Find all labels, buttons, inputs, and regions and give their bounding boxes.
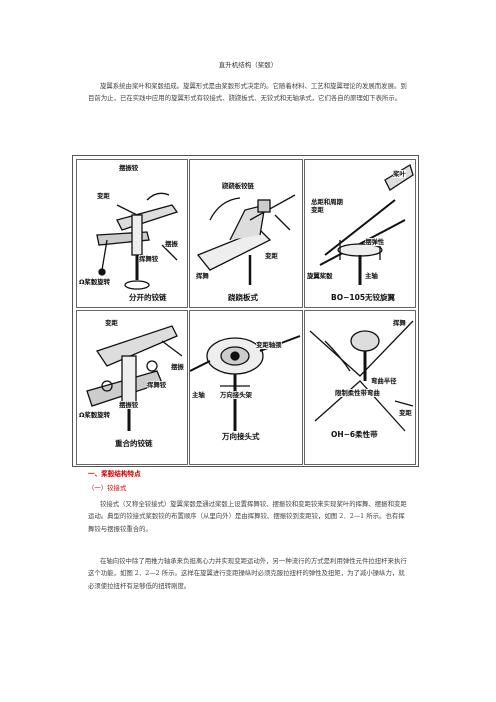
label-flap-hinge: 挥舞铰: [147, 381, 167, 389]
label-pitch: 变距: [105, 319, 118, 327]
hub-drawing-2: [196, 194, 296, 285]
label-lag-hinge: 摆振铰: [119, 401, 139, 409]
section-subheading: （一）铰接式: [88, 484, 127, 492]
panel-gimbal: 变距轴颈 主轴 万向接头架 万向接头式: [189, 310, 303, 465]
page-title: 直升机结构（桨毂）: [218, 61, 278, 69]
panel-articulated-coincident: 变距 摆振 挥舞铰 Ω桨毂旋转 摆振铰 重合的铰链: [76, 310, 188, 465]
hub-drawing-4: [86, 325, 183, 431]
label-pitch: 变距: [265, 252, 278, 260]
rotor-hub-figure: 摆振铰 变距 挥舞铰 Ω桨毂旋转 摆振 分开的铰链 跷跷板铰链 变距 挥舞 跷跷…: [72, 155, 419, 467]
label-hub-rotation: Ω桨毂旋转: [79, 411, 110, 419]
panel-caption: 分开的铰链: [129, 293, 167, 302]
panel-caption: OH−6柔性带: [331, 430, 378, 439]
torsion-bar-paragraph: 在轴向铰中除了用推力轴承来负担离心力并实现变距运动外，另一种流行的方式是利用弹性…: [88, 557, 407, 590]
section-heading: 一、桨毂结构特点: [88, 470, 141, 478]
label-main-shaft: 主轴: [365, 272, 378, 280]
label-main-shaft: 主轴: [192, 391, 205, 399]
articulated-paragraph: 铰接式（又称全铰接式）旋翼桨毂是通过桨毂上设置挥舞铰、摆振铰和变距铰来实现桨叶的…: [88, 500, 407, 533]
label-pitch: 变距: [97, 192, 110, 200]
panel-caption: 万向接头式: [222, 432, 260, 441]
label-lag: 摆振: [165, 240, 178, 248]
label-flap: 挥舞: [393, 319, 406, 327]
label-flap: 挥舞: [196, 272, 209, 280]
label-flap-hinge: 挥舞铰: [139, 255, 159, 263]
panel-hingeless: 总距和周期变距 摆弹性 桨叶 旋翼桨毂 主轴 BO−105无铰旋翼: [304, 159, 416, 308]
label-pitch: 变距: [399, 409, 412, 417]
label-blade: 桨叶: [393, 170, 406, 178]
label-teeter-hinge: 跷跷板铰链: [222, 182, 254, 190]
panel-caption: 跷跷板式: [228, 293, 258, 302]
label-pitch-journal: 变距轴颈: [256, 341, 282, 349]
panel-caption: BO−105无铰旋翼: [331, 293, 396, 302]
label-collective-cyclic: 总距和周期变距: [311, 198, 345, 214]
label-gimbal-frame: 万向接头架: [220, 391, 252, 399]
label-limit-flexstrap: 限制柔性带弯曲: [335, 389, 380, 397]
panel-articulated-separate: 摆振铰 变距 挥舞铰 Ω桨毂旋转 摆振 分开的铰链: [76, 159, 188, 308]
panel-teetering: 跷跷板铰链 变距 挥舞 跷跷板式: [189, 159, 303, 308]
label-rotor-hub: 旋翼桨毂: [307, 272, 333, 280]
hub-drawing-6: [309, 320, 414, 432]
hub-drawing-3: [319, 164, 414, 285]
label-elastic: 摆弹性: [365, 238, 385, 246]
label-lag: 摆振: [171, 363, 184, 371]
hub-drawing-1: [96, 192, 179, 290]
label-hub-rotation: Ω桨毂旋转: [79, 278, 110, 286]
panel-flexstrap: 挥舞 弯曲半径 限制柔性带弯曲 变距 OH−6柔性带: [304, 310, 416, 465]
intro-paragraph: 旋翼系统由桨叶和桨毂组成。旋翼形式是由桨毂形式决定的。它随着材料、工艺和旋翼理论…: [88, 82, 407, 103]
hub-drawing-5: [190, 335, 301, 431]
label-lag-hinge: 摆振铰: [119, 164, 139, 172]
label-bend-radius: 弯曲半径: [371, 377, 397, 385]
panel-caption: 重合的铰链: [115, 439, 153, 448]
